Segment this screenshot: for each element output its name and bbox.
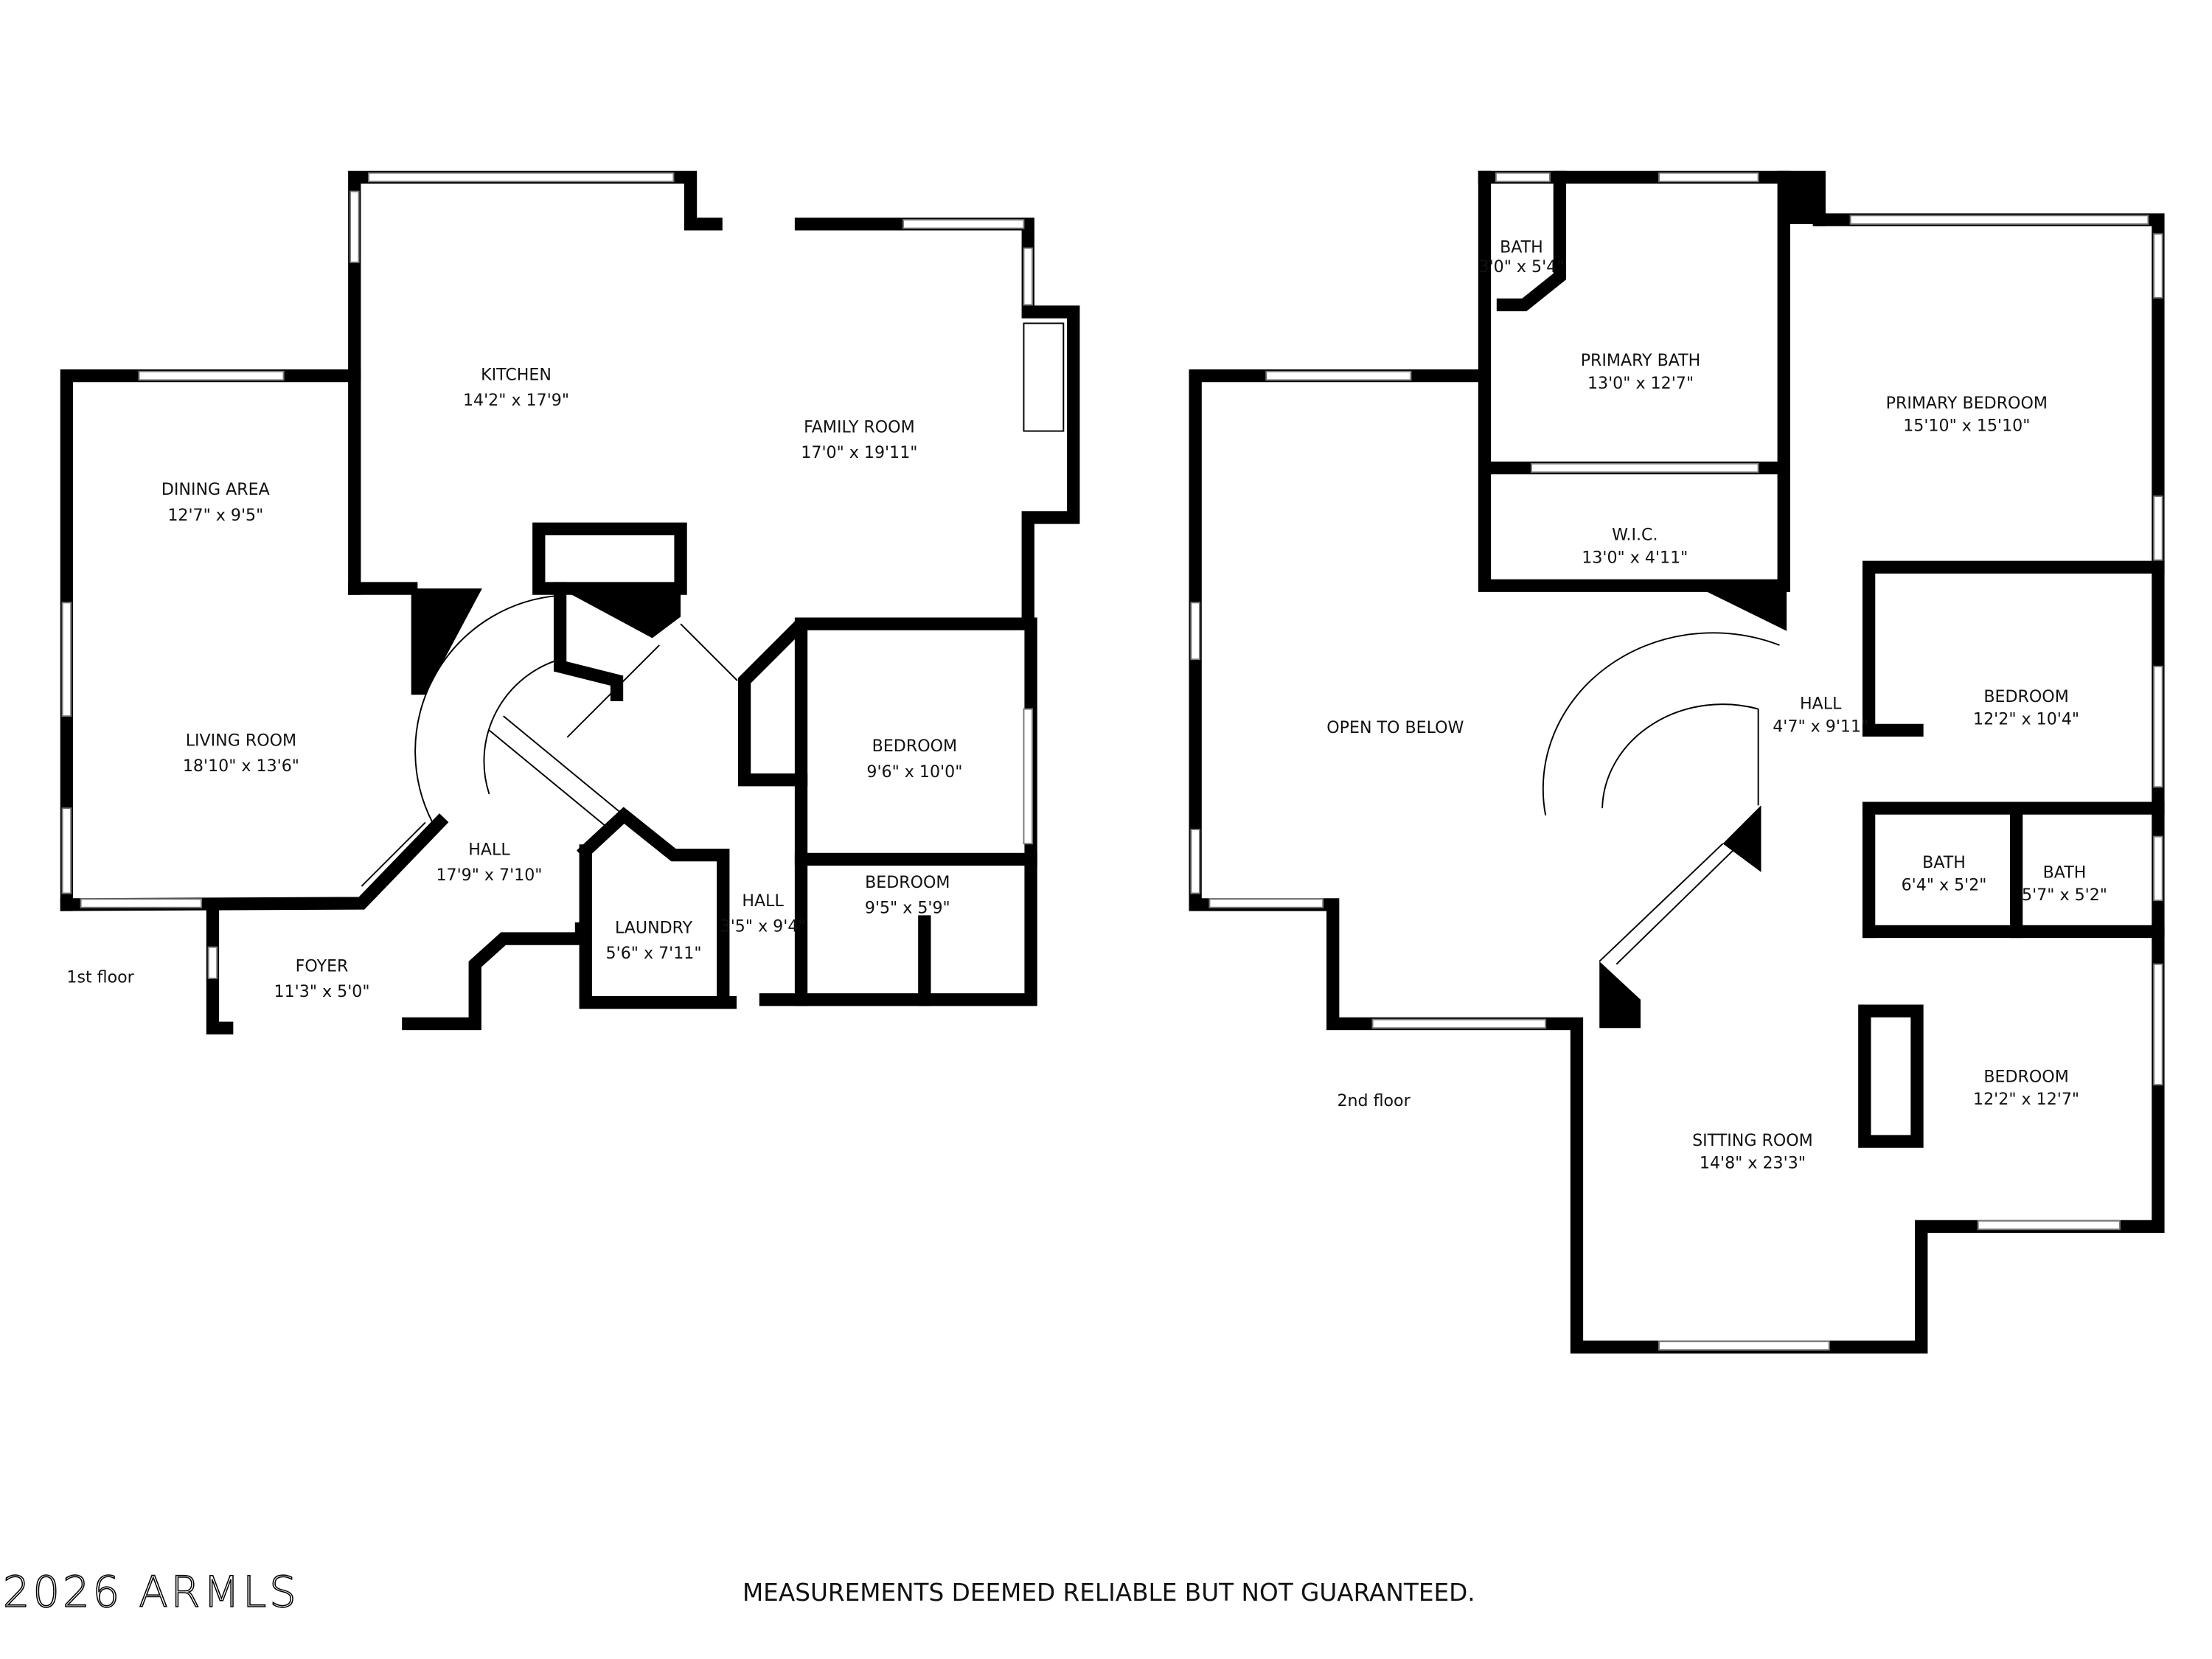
svg-text:SITTING ROOM: SITTING ROOM [1692,1131,1813,1150]
svg-text:LIVING ROOM: LIVING ROOM [186,731,296,751]
room-family-room: FAMILY ROOM 17'0" x 19'11" [801,418,917,463]
svg-text:3'5" x 9'4": 3'5" x 9'4" [720,917,806,936]
svg-text:FOYER: FOYER [296,956,349,975]
room-hall: HALL 4'7" x 9'11" [1773,695,1868,737]
svg-text:BEDROOM: BEDROOM [865,873,950,892]
svg-text:13'0" x 4'11": 13'0" x 4'11" [1582,548,1688,567]
svg-text:4'7" x 9'11": 4'7" x 9'11" [1773,717,1868,736]
svg-text:KITCHEN: KITCHEN [481,365,552,384]
room-bath: BATH 6'4" x 5'2" [1902,853,1987,895]
svg-text:LAUNDRY: LAUNDRY [615,918,693,937]
svg-text:BEDROOM: BEDROOM [1983,1067,2068,1086]
svg-text:BATH: BATH [1500,237,1543,257]
room-hall: HALL 17'9" x 7'10" [436,841,542,886]
room-bedroom: BEDROOM 12'2" x 10'4" [1973,687,2079,729]
room-dining-area: DINING AREA 12'7" x 9'5" [161,480,270,525]
svg-text:OPEN TO BELOW: OPEN TO BELOW [1326,718,1464,737]
svg-text:11'3" x 5'0": 11'3" x 5'0" [274,982,370,1001]
svg-text:17'0" x 19'11": 17'0" x 19'11" [801,443,917,462]
first-floor-stair [361,594,738,887]
svg-text:BEDROOM: BEDROOM [1983,687,2068,706]
room-sitting-room: SITTING ROOM 14'8" x 23'3" [1692,1131,1813,1173]
svg-text:PRIMARY BATH: PRIMARY BATH [1581,351,1701,370]
room-bedroom: BEDROOM 9'6" x 10'0" [866,737,962,782]
svg-text:18'10" x 13'6": 18'10" x 13'6" [183,757,299,776]
svg-text:FAMILY ROOM: FAMILY ROOM [804,418,915,437]
second-floor-windows [1190,172,2163,1351]
svg-text:BATH: BATH [1922,853,1966,872]
svg-text:DINING AREA: DINING AREA [161,480,270,499]
svg-text:5'6" x 7'11": 5'6" x 7'11" [606,944,702,963]
svg-text:W.I.C.: W.I.C. [1612,526,1658,545]
room-primary-bath: PRIMARY BATH 13'0" x 12'7" [1581,351,1701,393]
svg-text:5'7" x 5'2": 5'7" x 5'2" [2022,886,2107,905]
second-floor-walls [1189,170,2165,1354]
svg-text:6'4" x 5'2": 6'4" x 5'2" [1902,876,1987,895]
room-living-room: LIVING ROOM 18'10" x 13'6" [183,731,299,776]
svg-text:PRIMARY BEDROOM: PRIMARY BEDROOM [1886,394,2048,413]
svg-text:14'2" x 17'9": 14'2" x 17'9" [463,391,569,410]
room-hall: HALL 3'5" x 9'4" [720,891,806,936]
floor-label-1st: 1st floor [66,968,134,987]
room-open-to-below: OPEN TO BELOW [1326,718,1464,737]
svg-text:9'6" x 10'0": 9'6" x 10'0" [866,762,962,782]
svg-text:14'8" x 23'3": 14'8" x 23'3" [1700,1154,1806,1173]
room-bath: BATH 5'7" x 5'2" [2022,863,2107,905]
svg-text:17'9" x 7'10": 17'9" x 7'10" [436,866,542,885]
svg-text:12'2" x 12'7": 12'2" x 12'7" [1973,1090,2079,1109]
room-kitchen: KITCHEN 14'2" x 17'9" [463,365,569,410]
room-primary-bedroom: PRIMARY BEDROOM 15'10" x 15'10" [1886,394,2048,436]
watermark: 2026 ARMLS [3,1567,299,1617]
svg-text:BEDROOM: BEDROOM [872,737,957,756]
svg-text:9'5" x 5'9": 9'5" x 5'9" [865,898,950,917]
svg-text:HALL: HALL [468,841,510,860]
first-floor-windows [61,172,1065,979]
room-wic: W.I.C. 13'0" x 4'11" [1582,526,1688,568]
room-bedroom: BEDROOM 12'2" x 12'7" [1973,1067,2079,1109]
disclaimer: MEASUREMENTS DEEMED RELIABLE BUT NOT GUA… [742,1579,1475,1607]
room-laundry: LAUNDRY 5'6" x 7'11" [606,918,702,963]
svg-text:15'10" x 15'10": 15'10" x 15'10" [1903,417,2030,436]
svg-text:HALL: HALL [1800,695,1842,714]
svg-text:12'2" x 10'4": 12'2" x 10'4" [1973,710,2079,729]
svg-text:13'0" x 12'7": 13'0" x 12'7" [1587,374,1694,393]
svg-text:HALL: HALL [742,891,784,911]
room-foyer: FOYER 11'3" x 5'0" [274,956,370,1001]
svg-text:BATH: BATH [2043,863,2087,882]
floor-label-2nd: 2nd floor [1337,1091,1411,1110]
room-bedroom: BEDROOM 9'5" x 5'9" [865,873,950,918]
svg-text:3'0" x 5'4": 3'0" x 5'4" [1479,257,1565,276]
svg-text:12'7" x 9'5": 12'7" x 9'5" [167,506,263,525]
second-floor-stair [1542,632,1780,965]
